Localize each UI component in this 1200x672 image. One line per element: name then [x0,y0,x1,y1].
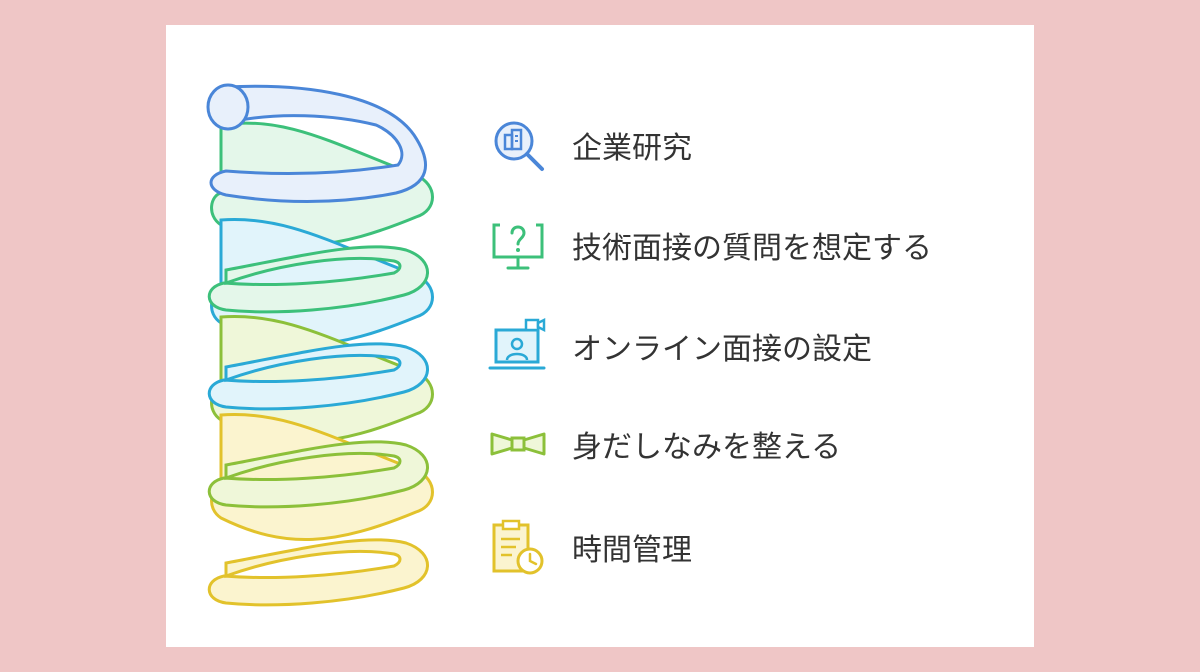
monitor-question-icon [492,223,544,270]
coil-front-4 [207,440,429,509]
step-4: 身だしなみを整える [486,408,841,480]
step-2-label: 技術面接の質問を想定する [572,231,932,266]
coil-front-2 [207,245,429,314]
coil-front-5 [207,538,429,607]
coil-front-1 [209,84,428,203]
building-search-icon [494,121,544,171]
step-1: 企業研究 [486,109,692,181]
step-2: 技術面接の質問を想定する [486,209,932,281]
step-5-label: 時間管理 [572,533,692,568]
step-1-label: 企業研究 [572,131,692,166]
step-5: 時間管理 [486,511,692,583]
laptop-video-call-icon [488,317,546,370]
coil-front-3 [207,342,429,411]
bow-tie-icon [490,432,546,456]
step-4-label: 身だしなみを整える [572,430,842,465]
step-3: オンライン面接の設定 [486,310,872,382]
step-3-label: オンライン面接の設定 [572,332,872,367]
clipboard-clock-icon [492,519,544,575]
diagram-card: 企業研究 技術面接の質問を想定する オンライン面接の設定 身 [166,25,1034,647]
spring-coil [206,83,434,607]
coil-end-top [206,83,250,131]
